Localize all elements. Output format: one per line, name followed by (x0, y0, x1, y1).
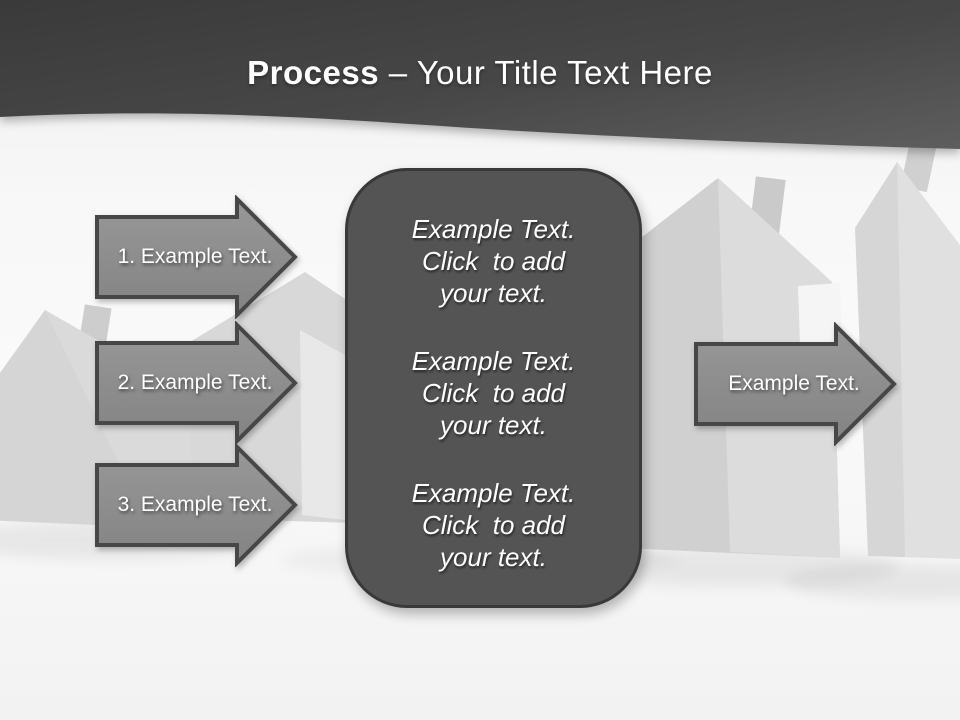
example-paragraph-3: Example Text. Click to add your text. (348, 477, 639, 573)
process-arrow-1-label: 1. Example Text. (117, 245, 273, 268)
paragraph-line: Click to add (421, 510, 566, 540)
paragraph-line: your text. (440, 410, 547, 440)
paragraph-line: Example Text. (411, 478, 576, 508)
house-front-face (897, 162, 960, 559)
process-arrow-2-label: 2. Example Text. (117, 371, 273, 394)
example-paragraph-1: Example Text. Click to add your text. (348, 213, 639, 309)
paragraph-line: your text. (440, 278, 547, 308)
paragraph-line: Click to add (421, 246, 566, 276)
slide-title[interactable]: Process – Your Title Text Here (0, 54, 960, 92)
title-regular-text: – Your Title Text Here (379, 54, 713, 91)
result-arrow-label: Example Text. (728, 372, 860, 395)
paragraph-line: Example Text. (411, 214, 576, 244)
house-door-gap (798, 283, 842, 344)
header-wave (0, 0, 960, 149)
paragraph-line: Example Text. (411, 346, 576, 376)
process-arrow-3-label: 3. Example Text. (117, 493, 273, 516)
paragraph-line: Click to add (421, 378, 566, 408)
paragraph-line: your text. (440, 542, 547, 572)
center-text-box[interactable]: Example Text. Click to add your text. Ex… (345, 168, 642, 608)
example-paragraph-2: Example Text. Click to add your text. (348, 345, 639, 441)
house-front-face (300, 330, 345, 520)
floor-shadow (785, 564, 960, 600)
title-bold-text: Process (247, 54, 380, 91)
